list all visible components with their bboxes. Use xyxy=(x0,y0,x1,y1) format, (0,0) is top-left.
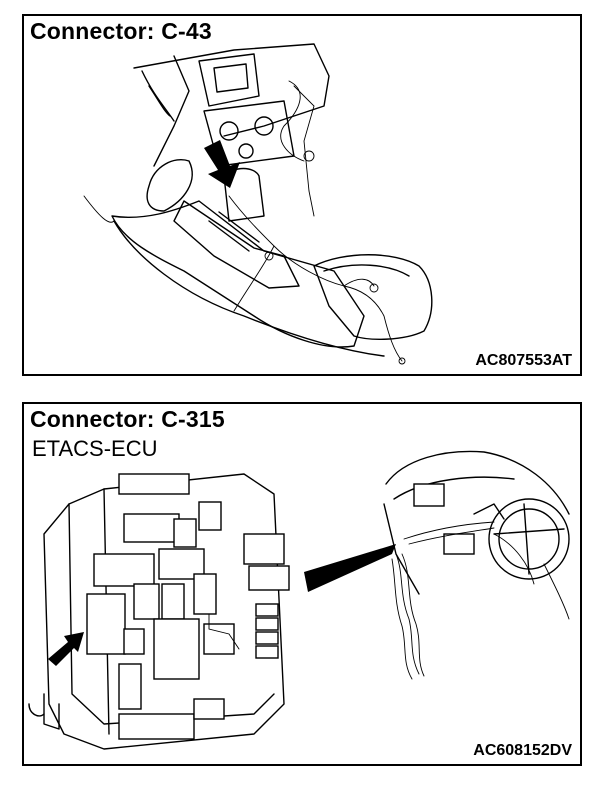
diagram-panel-connector-c315: Connector: C-315 ETACS-ECU AC608152DV xyxy=(22,402,582,766)
figure-code: AC608152DV xyxy=(473,742,572,759)
panel-title: Connector: C-43 xyxy=(30,18,212,44)
pointer-arrow-icon xyxy=(204,140,240,188)
console-illustration xyxy=(83,43,433,365)
component-name: ETACS-ECU xyxy=(32,436,158,461)
pointer-arrow-icon xyxy=(48,632,84,666)
callout-wedge-icon xyxy=(304,544,396,592)
panel-title: Connector: C-315 xyxy=(30,406,225,432)
diagram-panel-connector-c43: Connector: C-43 AC807553AT xyxy=(22,14,582,376)
etacs-ecu-illustration xyxy=(28,450,570,750)
figure-code: AC807553AT xyxy=(475,352,572,369)
